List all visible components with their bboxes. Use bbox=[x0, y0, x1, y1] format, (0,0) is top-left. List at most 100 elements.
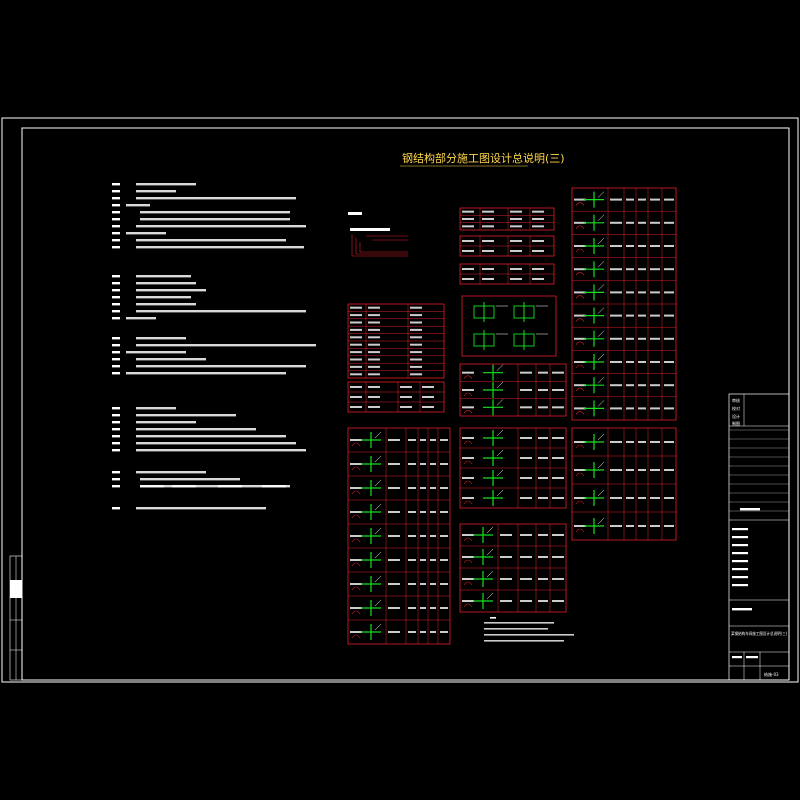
detail-table-2-cell-text bbox=[388, 487, 400, 489]
detail-table-2-cell-text bbox=[350, 511, 362, 513]
table-steel-grade-cell-text bbox=[510, 218, 522, 220]
detail-table-2-cell-text bbox=[408, 631, 416, 633]
detail-table-1-cell-text bbox=[462, 389, 474, 391]
table-steel-grade-cell-text bbox=[532, 218, 544, 220]
detail-table-4-cell-text bbox=[538, 578, 548, 580]
detail-table-5-cell-text bbox=[610, 198, 622, 201]
table-weld-spec-cell-text bbox=[368, 343, 380, 346]
detail-table-3-leader bbox=[496, 449, 504, 457]
note-line-31 bbox=[140, 478, 240, 481]
detail-table-5-cell-text bbox=[638, 268, 646, 271]
detail-table-3-leader bbox=[496, 469, 504, 477]
title-block-project: 某钢结构车间施工图设计总说明(三) bbox=[731, 630, 787, 636]
detail-table-3-cell-text bbox=[462, 497, 474, 499]
detail-table-2-leader bbox=[374, 551, 382, 559]
table-weld-spec bbox=[347, 303, 445, 379]
detail-table-2-cell-text bbox=[440, 535, 448, 537]
note-line-13 bbox=[136, 296, 191, 299]
detail-table-2-cell-text bbox=[430, 463, 436, 465]
detail-table-3-leader bbox=[496, 429, 504, 437]
detail-table-5-cell-text bbox=[664, 384, 674, 387]
detail-table-3-cell-text bbox=[520, 477, 532, 479]
note-number-28 bbox=[112, 442, 120, 445]
detail-table-5-cell-text bbox=[664, 314, 674, 317]
detail-table-5-cell-text bbox=[638, 384, 646, 387]
detail-table-4-cell-text bbox=[462, 556, 474, 558]
detail-table-5-cell-text bbox=[626, 407, 634, 410]
detail-table-6-cell-text bbox=[664, 469, 674, 471]
detail-table-5-leader bbox=[597, 377, 605, 384]
detail-table-3-cell-text bbox=[520, 497, 532, 499]
detail-table-3-cell-text bbox=[462, 437, 474, 439]
note-number-23 bbox=[112, 407, 120, 410]
table-paint-cell-text bbox=[532, 268, 544, 270]
detail-table-5-cell-text bbox=[610, 314, 622, 317]
table-weld-spec-cell-text bbox=[410, 336, 422, 339]
note-line-8 bbox=[136, 239, 286, 242]
detail-table-2-cell-text bbox=[430, 607, 436, 609]
detail-table-5-weld-symbol bbox=[575, 364, 585, 369]
table-weld-size-frame bbox=[347, 381, 445, 413]
detail-table-5-cell-text bbox=[574, 245, 586, 247]
detail-table-5-cell-text bbox=[650, 384, 660, 387]
title-block-signature bbox=[732, 568, 748, 571]
detail-table-5-cell-text bbox=[574, 291, 586, 294]
table-weld-spec-cell-text bbox=[350, 351, 362, 354]
detail-table-2-leader bbox=[374, 479, 382, 487]
table-bolt-grade-cell-text bbox=[532, 240, 544, 242]
detail-table-4-cell-text bbox=[462, 534, 474, 536]
detail-table-2-weld-symbol bbox=[351, 442, 361, 447]
table-weld-spec-cell-text bbox=[368, 306, 380, 309]
detail-table-6-weld-symbol bbox=[575, 444, 585, 449]
title-block: 某钢结构车间施工图设计总说明(三) 结施-03 审核 校对 设计 制图 bbox=[728, 393, 790, 681]
table-weld-size-cell-text bbox=[400, 406, 412, 408]
title-block-signature bbox=[732, 560, 748, 563]
detail-table-2-leader bbox=[374, 527, 382, 535]
detail-table-4-weld-symbol bbox=[463, 603, 473, 608]
detail-table-1-leader bbox=[496, 381, 504, 389]
note-line-28 bbox=[136, 442, 296, 445]
table-paint-cell-text bbox=[532, 278, 544, 280]
title-block-signature bbox=[732, 576, 748, 579]
detail-table-2-weld-symbol bbox=[351, 586, 361, 591]
note-line-21 bbox=[136, 365, 306, 368]
note-line-25 bbox=[136, 421, 196, 424]
table-weld-size-cell-text bbox=[400, 396, 412, 398]
note-line-10 bbox=[136, 275, 191, 278]
detail-table-6-cell-text bbox=[574, 469, 586, 471]
detail-table-6-cell-text bbox=[650, 525, 660, 527]
detail-table-5-cell-text bbox=[610, 291, 622, 294]
detail-table-5-cell-text bbox=[574, 221, 586, 224]
title-block-stamp bbox=[740, 508, 760, 511]
detail-table-4-weld-symbol bbox=[463, 559, 473, 564]
detail-table-5-leader bbox=[597, 353, 605, 361]
table-bolt-grade-cell-text bbox=[532, 250, 544, 252]
note-line-33 bbox=[136, 507, 266, 510]
table-weld-spec-cell-text bbox=[410, 306, 422, 309]
detail-table-6-cell-text bbox=[650, 469, 660, 471]
table-steel-grade-cell-text bbox=[462, 225, 474, 228]
inner-border bbox=[21, 127, 790, 681]
detail-table-2-cell-text bbox=[430, 559, 436, 561]
table-weld-spec-cell-text bbox=[410, 321, 422, 324]
detail-table-5-cell-text bbox=[650, 291, 660, 294]
detail-table-2-weld-symbol bbox=[351, 466, 361, 471]
detail-table-5-cell-text bbox=[626, 198, 634, 201]
detail-table-5-weld-symbol bbox=[575, 411, 585, 415]
detail-table-6-cell-text bbox=[610, 441, 622, 443]
detail-table-6-cell-text bbox=[626, 525, 634, 527]
note-number-32 bbox=[112, 485, 120, 488]
detail-table-4 bbox=[459, 523, 567, 613]
bottom-note-head bbox=[490, 617, 496, 619]
detail-table-2-cell-text bbox=[430, 487, 436, 489]
detail-table-2-cell-text bbox=[430, 583, 436, 585]
note-number-20 bbox=[112, 358, 120, 361]
detail-table-4-leader bbox=[486, 592, 494, 600]
detail-table-6-cell-text bbox=[638, 441, 646, 443]
table-weld-spec-cell-text bbox=[350, 365, 362, 368]
detail-table-5-cell-text bbox=[574, 384, 586, 387]
detail-table-2-cell-text bbox=[408, 487, 416, 489]
detail-table-5-leader bbox=[597, 191, 605, 198]
detail-table-2-cell-text bbox=[408, 511, 416, 513]
note-line-17 bbox=[136, 337, 186, 340]
